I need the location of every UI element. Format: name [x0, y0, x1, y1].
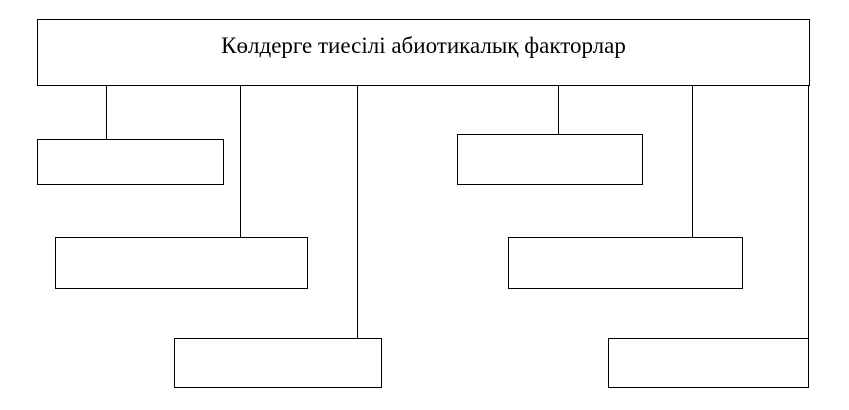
- child-box-5: [508, 237, 743, 289]
- child-box-2: [55, 237, 308, 289]
- child-box-6: [608, 338, 809, 388]
- child-box-4: [457, 134, 643, 185]
- root-label: Көлдерге тиесілі абиотикалық факторлар: [221, 33, 626, 58]
- root-box: [37, 19, 810, 86]
- child-box-3: [174, 338, 382, 388]
- child-box-1: [37, 139, 224, 185]
